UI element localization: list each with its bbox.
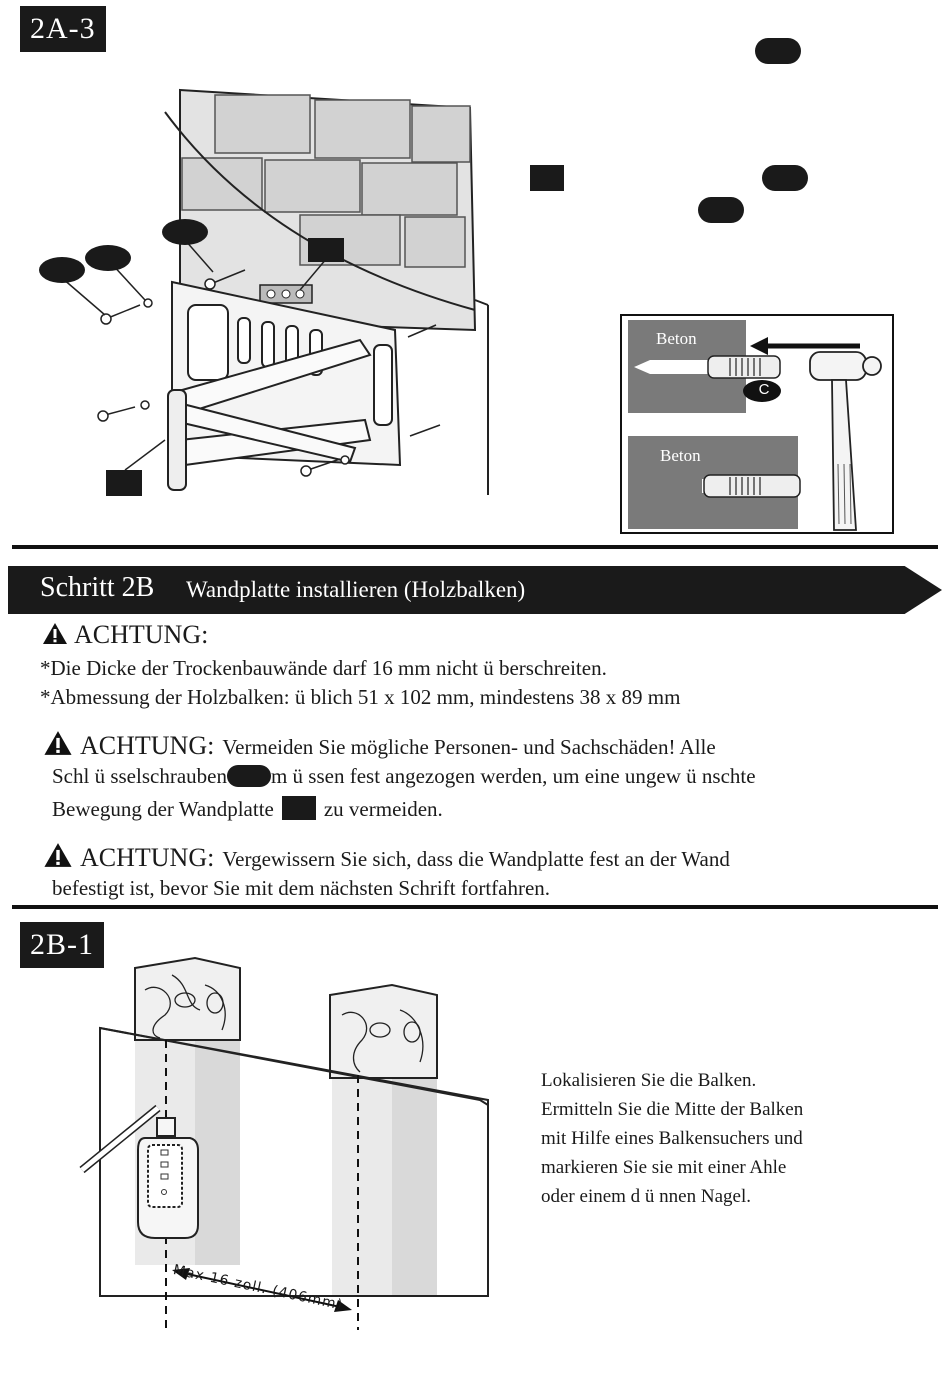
- anchor-inset: [620, 314, 894, 534]
- instruction-line: Ermitteln Sie die Mitte der Balken: [541, 1099, 804, 1120]
- caution3-line1: ACHTUNG: Vergewissern Sie sich, dass die …: [42, 842, 730, 873]
- section-divider: [12, 545, 938, 549]
- caution3-line2: befestigt ist, bevor Sie mit dem nächste…: [52, 876, 551, 900]
- callout-marker: [39, 257, 85, 283]
- callout-marker: [226, 765, 271, 787]
- caution3-text1: Vergewissern Sie sich, dass die Wandplat…: [222, 847, 730, 871]
- callout-marker: [106, 470, 142, 496]
- step-2b-banner: Schritt 2B Wandplatte installieren (Holz…: [8, 566, 942, 614]
- callout-marker: [281, 796, 316, 820]
- caution-heading-text: ACHTUNG:: [74, 620, 209, 649]
- caution2-line3: Bewegung der Wandplatte zu vermeiden.: [52, 796, 443, 822]
- warning-icon: [44, 843, 72, 867]
- callout-marker: [85, 245, 131, 271]
- caution2-text2b: m ü ssen fest angezogen werden, um eine …: [270, 764, 756, 788]
- caution-heading-1: ACHTUNG:: [42, 620, 208, 650]
- wall-mount-illustration: [39, 88, 489, 496]
- step-2b-title: Wandplatte installieren (Holzbalken): [186, 577, 526, 602]
- instruction-line: oder einem d ü nnen Nagel.: [541, 1186, 751, 1207]
- caution-heading-text: ACHTUNG:: [80, 843, 215, 872]
- instruction-line: Lokalisieren Sie die Balken.: [541, 1070, 757, 1091]
- warning-icon: [44, 731, 72, 755]
- caution2-line1: ACHTUNG: Vermeiden Sie mögliche Personen-…: [42, 730, 716, 761]
- concrete-label-top: Beton: [656, 329, 697, 348]
- stud-instructions: Lokalisieren Sie die Balken. Ermitteln S…: [541, 1066, 881, 1211]
- caution2-text3a: Bewegung der Wandplatte: [52, 797, 274, 821]
- warning-icon: [43, 623, 67, 644]
- instruction-line: markieren Sie sie mit einer Ahle: [541, 1157, 787, 1178]
- concrete-label-bottom: Beton: [660, 446, 701, 465]
- caution1-line1: *Die Dicke der Trockenbauwände darf 16 m…: [40, 656, 607, 680]
- caution2-line2: Schl ü sselschrauben m ü ssen fest angezo…: [52, 764, 756, 789]
- callout-marker: [762, 165, 808, 191]
- callout-marker: [530, 165, 564, 191]
- stud-finder-illustration: [79, 956, 489, 1330]
- anchor-callout: [743, 380, 781, 402]
- caution2-text1: Vermeiden Sie mögliche Personen- und Sac…: [222, 735, 716, 759]
- caution2-text2a: Schl ü sselschrauben: [52, 764, 227, 788]
- caution2-text3b: zu vermeiden.: [323, 797, 443, 821]
- step-2a3-tag: 2A-3: [20, 6, 106, 52]
- callout-marker: [308, 238, 344, 262]
- callout-marker: [162, 219, 208, 245]
- callout-marker: [755, 38, 801, 64]
- anchor-letter: C: [758, 381, 770, 398]
- callout-marker: [698, 197, 744, 223]
- section-divider: [12, 905, 938, 909]
- caution1-line2: *Abmessung der Holzbalken: ü blich 51 x …: [40, 685, 681, 709]
- instruction-line: mit Hilfe eines Balkensuchers und: [541, 1128, 803, 1149]
- step-2b-label: Schritt 2B: [40, 572, 155, 603]
- caution-heading-text: ACHTUNG:: [80, 731, 215, 760]
- step-2b1-tag: 2B-1: [20, 922, 104, 968]
